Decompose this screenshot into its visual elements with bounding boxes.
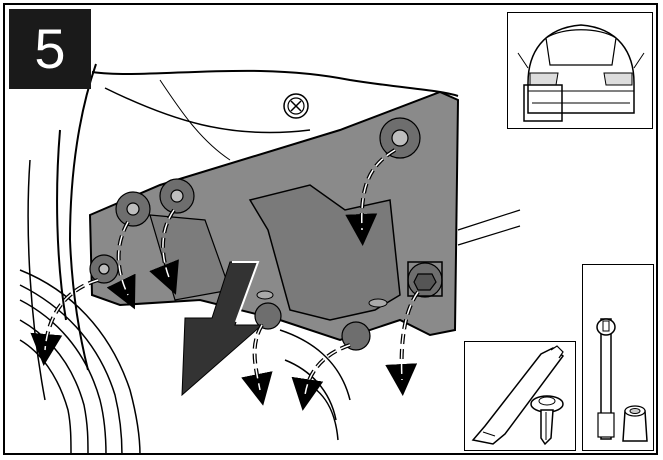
panel-removal-arrow xyxy=(181,261,264,397)
socket-wrench-icon xyxy=(596,318,648,442)
car-body-outline xyxy=(27,63,459,401)
rivet-clip-icon xyxy=(530,395,564,446)
socket-inset xyxy=(582,264,654,451)
screw-icon xyxy=(283,93,309,119)
under-cover-panel xyxy=(88,90,521,342)
tool-inset xyxy=(464,341,576,451)
location-inset xyxy=(507,12,653,129)
trim-removal-tool-icon xyxy=(471,345,565,445)
car-rear-view-icon xyxy=(517,24,645,122)
fastener-clips xyxy=(89,117,443,351)
clip-removal-arrows-inner xyxy=(44,149,419,396)
step-number-badge: 5 xyxy=(9,9,91,89)
